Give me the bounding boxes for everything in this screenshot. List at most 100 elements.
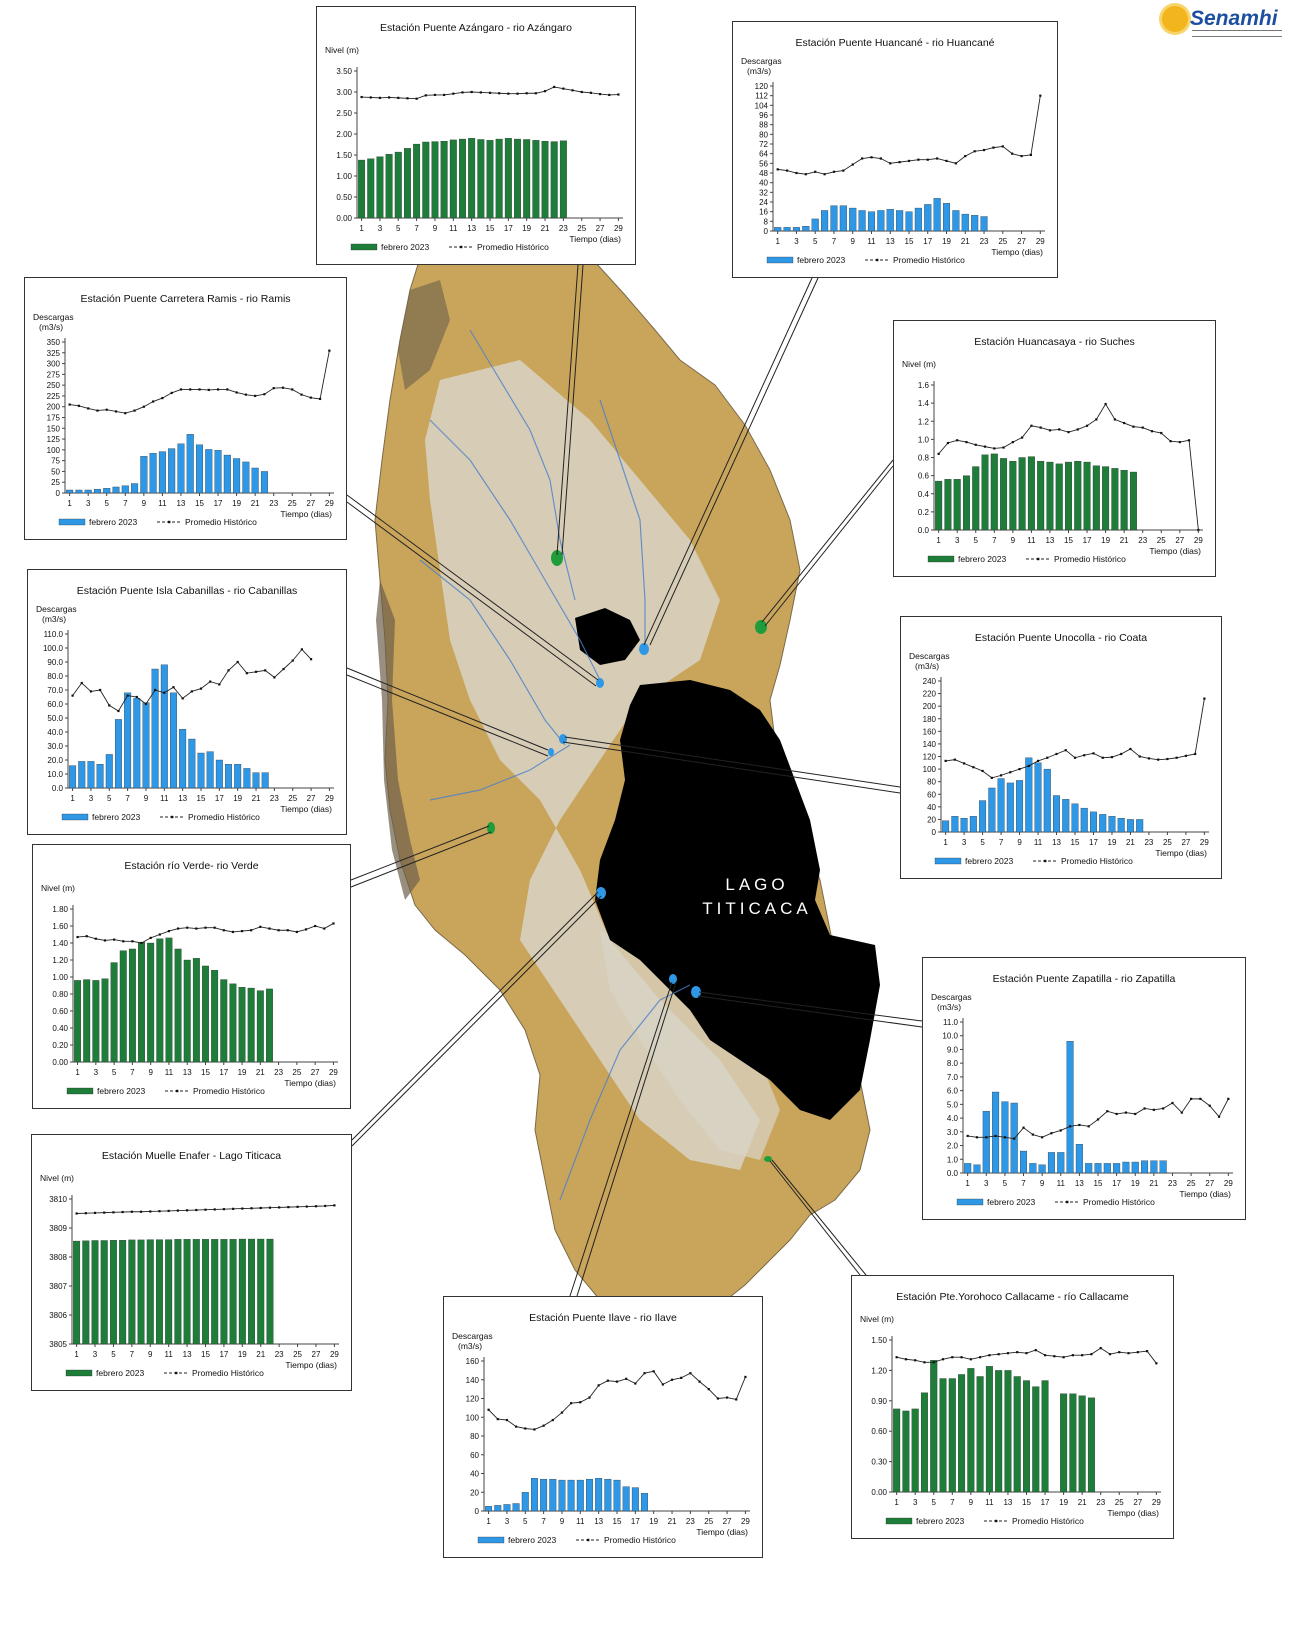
bar xyxy=(962,475,970,531)
hist-point xyxy=(1157,758,1160,761)
hist-point xyxy=(932,1361,935,1364)
bar xyxy=(440,140,448,219)
bar xyxy=(140,456,148,494)
hist-point xyxy=(985,1136,988,1139)
hist-point xyxy=(286,929,289,932)
bar xyxy=(223,454,231,494)
x-tick-label: 9 xyxy=(433,224,438,233)
y-tick-label: 220 xyxy=(923,690,937,699)
hist-point xyxy=(525,92,528,95)
x-tick-label: 7 xyxy=(541,1517,546,1526)
hist-point xyxy=(216,388,220,391)
x-tick-label: 9 xyxy=(969,1498,974,1507)
bar xyxy=(147,942,155,1063)
y-tick-label: 0.80 xyxy=(52,990,68,999)
legend-marker-hist xyxy=(587,1538,590,1542)
y-axis-label-unit: (m3/s) xyxy=(747,66,771,76)
x-tick-label: 13 xyxy=(1045,536,1054,545)
marker-coata xyxy=(548,748,554,756)
bar xyxy=(944,479,952,531)
hist-point xyxy=(944,759,947,763)
hist-point xyxy=(254,670,258,673)
chart-azangaro: Estación Puente Azángaro - rio AzángaroN… xyxy=(325,22,623,252)
hist-point xyxy=(598,93,602,96)
hist-point xyxy=(268,927,271,930)
hist-point xyxy=(1208,1104,1211,1107)
x-tick-label: 17 xyxy=(1083,536,1092,545)
x-tick-label: 3 xyxy=(94,1068,99,1077)
x-tick-label: 17 xyxy=(214,499,223,508)
x-tick-label: 15 xyxy=(1094,1179,1103,1188)
x-tick-label: 9 xyxy=(148,1350,153,1359)
y-tick-label: 2.50 xyxy=(336,109,352,118)
hist-point xyxy=(108,704,111,707)
y-tick-label: 0.0 xyxy=(947,1169,959,1178)
bar xyxy=(512,1503,520,1512)
bar xyxy=(802,226,810,232)
y-tick-label: 0 xyxy=(932,828,937,837)
x-tick-label: 27 xyxy=(723,1517,732,1526)
hist-point xyxy=(946,441,950,445)
legend-label-bars: febrero 2023 xyxy=(508,1535,556,1545)
y-tick-label: 48 xyxy=(759,169,768,178)
y-tick-label: 140 xyxy=(923,740,937,749)
bar xyxy=(902,1410,910,1493)
y-tick-label: 20 xyxy=(470,1488,479,1497)
bar xyxy=(413,143,421,219)
hist-point xyxy=(904,1358,908,1361)
bar xyxy=(174,948,182,1063)
bar xyxy=(911,1408,919,1493)
hist-point xyxy=(424,94,427,97)
bar xyxy=(74,980,82,1063)
x-tick-label: 7 xyxy=(1021,1179,1026,1188)
y-axis-label: Descargas xyxy=(931,992,972,1002)
bar xyxy=(641,1493,648,1512)
bar xyxy=(971,215,979,232)
legend-label-bars: febrero 2023 xyxy=(96,1368,144,1378)
chart-title: Estación Muelle Enafer - Lago Titicaca xyxy=(102,1150,281,1162)
bar xyxy=(559,140,567,219)
x-tick-label: 3 xyxy=(913,1498,918,1507)
y-tick-label: 0.60 xyxy=(52,1007,68,1016)
y-tick-label: 100 xyxy=(47,446,61,455)
hist-point xyxy=(1022,1126,1025,1129)
chart-title: Estación Puente Isla Cabanillas - rio Ca… xyxy=(77,585,298,597)
bar xyxy=(138,942,145,1063)
hist-point xyxy=(259,925,262,928)
hist-point xyxy=(263,393,266,396)
chart-ramis: Estación Puente Carretera Ramis - rio Ra… xyxy=(33,293,334,527)
hist-point xyxy=(452,92,455,95)
bar xyxy=(905,211,913,232)
x-tick-label: 19 xyxy=(942,237,951,246)
hist-point xyxy=(990,776,993,779)
bar xyxy=(1066,1041,1074,1174)
y-tick-label: 150 xyxy=(47,424,61,433)
bar xyxy=(260,471,268,494)
bar xyxy=(170,692,177,789)
y-tick-label: 50.0 xyxy=(47,714,63,723)
hist-point xyxy=(278,1206,281,1209)
hist-point xyxy=(963,762,966,765)
hist-point xyxy=(560,1411,564,1414)
bar xyxy=(101,978,109,1063)
sun-icon xyxy=(1162,6,1188,32)
hist-point xyxy=(154,688,157,692)
y-tick-label: 1.6 xyxy=(918,381,930,390)
bar xyxy=(1032,1386,1040,1493)
y-tick-label: 24 xyxy=(759,198,768,207)
bar xyxy=(514,138,521,219)
hist-point xyxy=(689,1372,692,1375)
lake-label: LAGO TITICACA xyxy=(697,873,817,921)
hist-point xyxy=(287,1206,290,1209)
x-tick-label: 27 xyxy=(1175,536,1184,545)
legend-label-bars: febrero 2023 xyxy=(797,255,845,265)
hist-point xyxy=(140,941,143,945)
y-tick-label: 1.4 xyxy=(918,399,930,408)
hist-point xyxy=(832,170,836,173)
bar xyxy=(1043,768,1051,833)
hist-point xyxy=(1078,1123,1081,1127)
bar xyxy=(1126,819,1134,833)
x-tick-label: 27 xyxy=(306,499,315,508)
y-tick-label: 3809 xyxy=(49,1224,67,1233)
